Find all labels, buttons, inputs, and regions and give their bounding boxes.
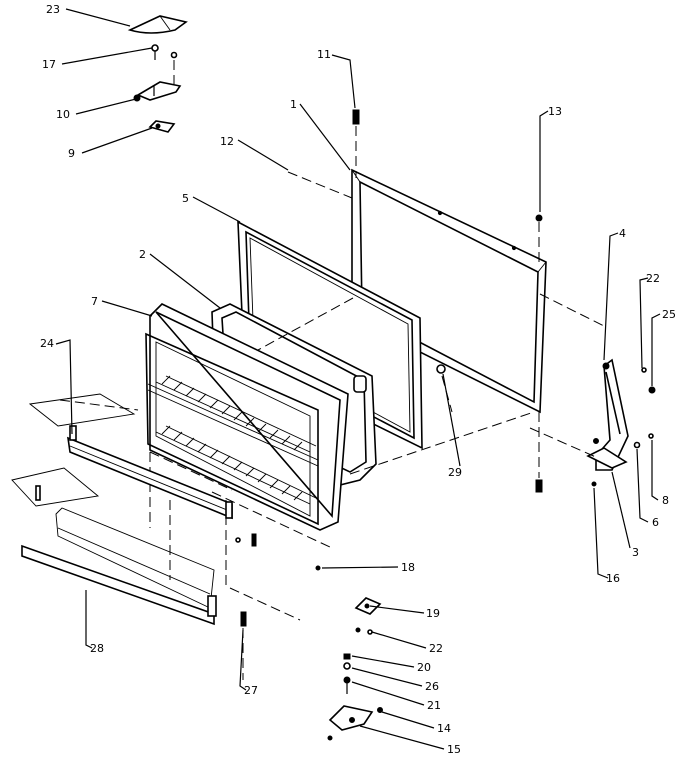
callout-labels: 23 17 10 9 11 1 12 13 5 2 7 24 4 22 25 2… [40,3,676,756]
top-hinge-bracket-part [133,81,182,102]
callout-11: 11 [317,48,331,61]
door-shelf-rack-upper [155,375,317,453]
callout-17: 17 [42,58,56,71]
screw-13-part [535,214,543,493]
callout-21: 21 [427,699,441,712]
shelf-screws-part [235,533,321,680]
hinge-screws-right-part [591,367,656,487]
door-outer-panel-part [351,168,547,414]
callout-18: 18 [401,561,415,574]
callout-25: 25 [662,308,676,321]
callout-8: 8 [662,494,669,507]
callout-24: 24 [40,337,54,350]
callout-5: 5 [182,192,189,205]
hinge-shim-part [148,120,176,133]
bottom-hinge-part [586,358,629,471]
callout-19: 19 [426,607,440,620]
callout-3: 3 [632,546,639,559]
callout-1: 1 [290,98,297,111]
callout-2: 2 [139,248,146,261]
callout-28: 28 [90,642,104,655]
hinge-cover-part [127,15,188,34]
callout-14: 14 [437,722,451,735]
top-hinge-screw-part [151,44,178,84]
callout-22: 22 [646,272,660,285]
door-shelf-bar-upper-part [28,393,233,520]
callout-9: 9 [68,147,75,160]
callout-15: 15 [447,743,461,756]
callout-23: 23 [46,3,60,16]
door-plug-part [436,364,446,374]
screw-11-part [352,109,360,178]
callout-20: 20 [417,661,431,674]
callout-27: 27 [244,684,258,697]
callout-10: 10 [56,108,70,121]
lower-hinge-assembly-part [327,597,383,741]
callout-4: 4 [619,227,626,240]
freezer-door-part [145,303,349,531]
callout-22b: 22 [429,642,443,655]
callout-7: 7 [91,295,98,308]
callout-13: 13 [548,105,562,118]
leader-lines [55,8,661,750]
callout-16: 16 [606,572,620,585]
callout-26: 26 [425,680,439,693]
callout-29: 29 [448,466,462,479]
callout-12: 12 [220,135,234,148]
door-shelf-rack-lower [155,425,317,505]
door-shelf-bar-lower-part [11,467,217,626]
callout-6: 6 [652,516,659,529]
